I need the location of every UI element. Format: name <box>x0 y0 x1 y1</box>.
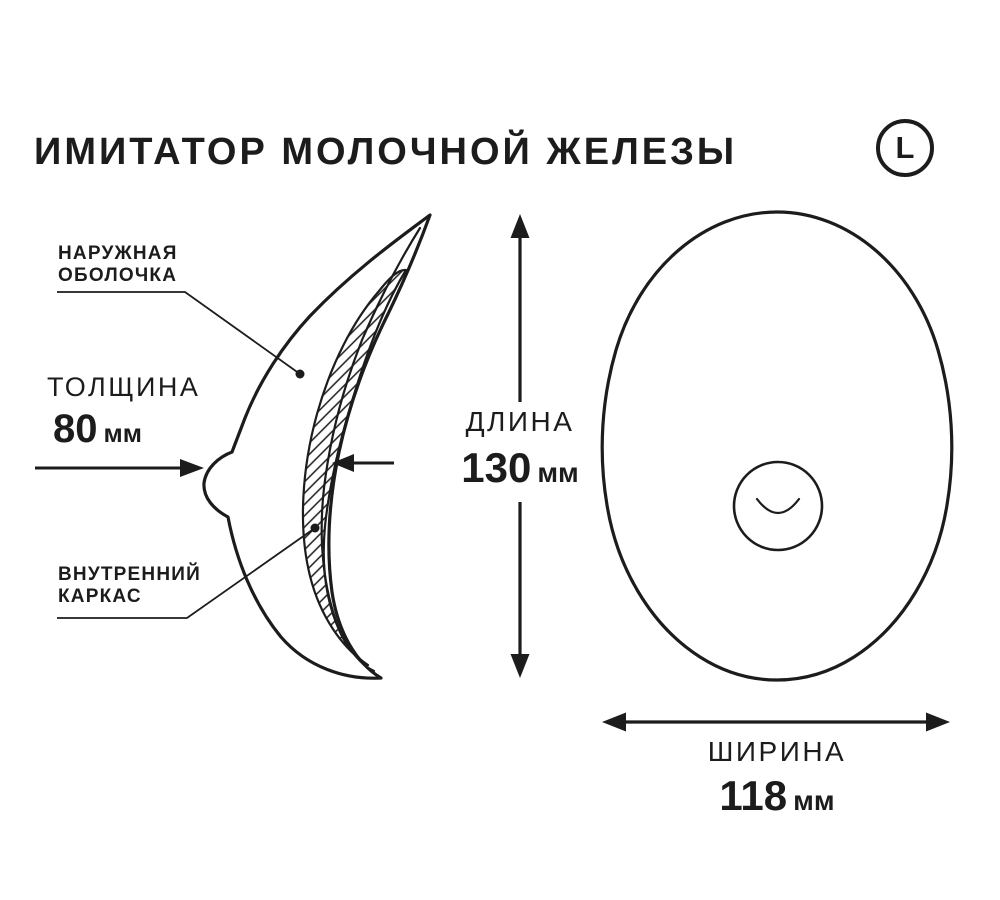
width-number: 118 <box>719 772 788 819</box>
inner-frame-label-line1: ВНУТРЕННИЙ <box>58 564 201 585</box>
length-arrowhead-bottom <box>510 654 530 678</box>
page-title: ИМИТАТОР МОЛОЧНОЙ ЖЕЛЕЗЫ <box>34 131 738 173</box>
width-arrowhead-right <box>926 712 950 732</box>
outer-shell-leader <box>57 291 301 375</box>
length-label: ДЛИНА <box>465 406 575 437</box>
outer-shell-label-line1: НАРУЖНАЯ <box>58 243 178 264</box>
length-number: 130 <box>461 444 532 491</box>
front-view <box>600 210 954 682</box>
thickness-arrow <box>35 459 204 477</box>
length-unit: мм <box>537 457 579 488</box>
inner-frame-hatched-area <box>301 268 408 667</box>
outer-shell-label-line2: ОБОЛОЧКА <box>58 265 178 286</box>
width-arrow <box>602 712 950 732</box>
thickness-label: ТОЛЩИНА <box>47 372 201 402</box>
width-unit: мм <box>793 785 835 816</box>
inner-frame-arrowhead <box>332 454 354 472</box>
thickness-arrowhead <box>180 459 204 477</box>
inner-frame-label: ВНУТРЕННИЙ КАРКАС <box>58 564 201 608</box>
width-arrowhead-left <box>602 712 626 732</box>
inner-frame-arrow <box>332 454 394 472</box>
front-outline <box>600 210 954 682</box>
inner-frame-label-line2: КАРКАС <box>58 586 142 607</box>
outer-shell-callout-line <box>57 291 305 379</box>
outer-shell-label: НАРУЖНАЯ ОБОЛОЧКА <box>58 243 178 287</box>
inner-frame-callout-line <box>57 523 320 619</box>
thickness-number: 80 <box>53 407 98 451</box>
length-arrowhead-top <box>510 214 530 238</box>
size-badge-label: L <box>895 130 915 165</box>
side-profile-view <box>202 213 432 680</box>
size-badge: L <box>876 119 934 177</box>
thickness-unit: мм <box>103 418 142 448</box>
width-label: ШИРИНА <box>707 736 847 767</box>
outer-shell-anchor-dot <box>295 369 305 379</box>
nipple-circle <box>732 460 824 552</box>
inner-frame-anchor-dot <box>310 523 320 533</box>
inner-frame-leader <box>57 527 316 619</box>
nipple-arc <box>755 497 801 515</box>
